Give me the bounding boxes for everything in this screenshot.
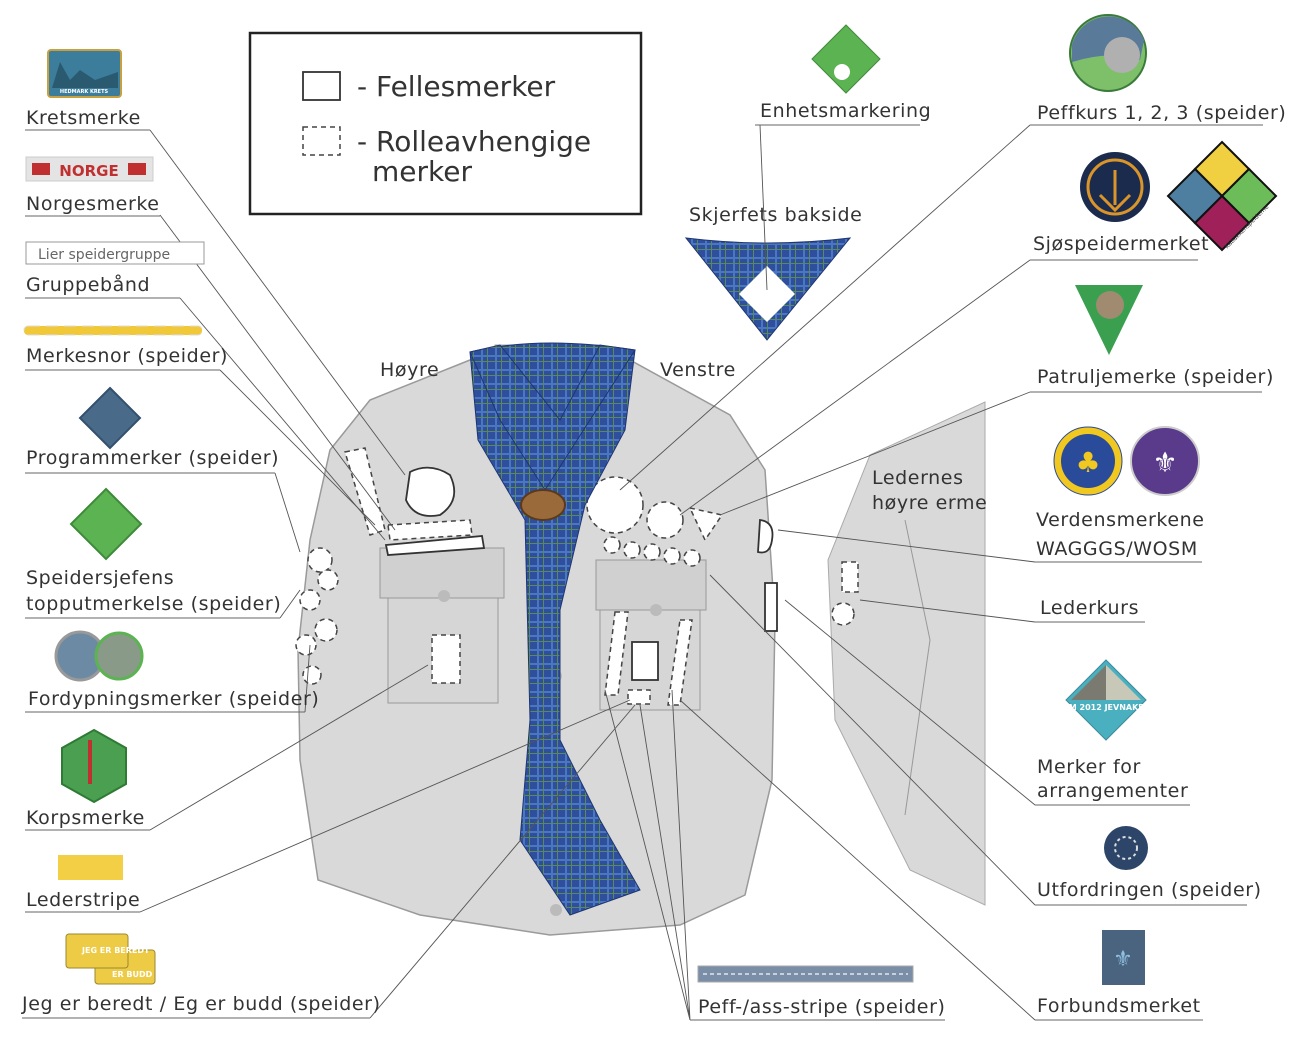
right-side-label: Høyre <box>380 359 439 381</box>
nm-badge-text: NM 2012 JEVNAKER <box>1062 703 1150 712</box>
legend-common: - Fellesmerker <box>357 70 556 103</box>
enhet-badge <box>811 24 881 94</box>
patrulje-badge <box>1075 285 1143 355</box>
wosm-badge <box>1130 426 1200 496</box>
label-beredt: Jeg er beredt / Eg er budd (speider) <box>21 993 381 1015</box>
label-norgesmerke: Norgesmerke <box>26 193 160 215</box>
label-utfordringen: Utfordringen (speider) <box>1037 879 1262 901</box>
beredt-badge <box>65 933 129 969</box>
krets-badge-text: HEDMARK KRETS <box>60 89 109 95</box>
scarf-back: Skjerfets bakside <box>684 204 862 341</box>
lederstripe-badge <box>58 855 123 880</box>
forbund-badge <box>1102 930 1145 985</box>
label-peffkurs: Peffkurs 1, 2, 3 (speider) <box>1037 102 1286 124</box>
label-topp-2: topputmerkelse (speider) <box>26 593 281 615</box>
scarf-back-label: Skjerfets bakside <box>689 204 862 226</box>
beredt-badge-text: JEG ER BEREDT <box>81 946 150 955</box>
svg-text:♣: ♣ <box>1075 446 1100 479</box>
utfordringen-badge <box>1104 826 1148 870</box>
label-lederkurs: Lederkurs <box>1040 597 1139 619</box>
solid-square-icon <box>302 71 341 101</box>
label-korpsmerke: Korpsmerke <box>26 807 145 829</box>
left-badges: HEDMARK KRETS Kretsmerke NORGE Norgesmer… <box>21 49 381 1019</box>
label-kretsmerke: Kretsmerke <box>26 107 141 129</box>
leader-sleeve-label-2: høyre erme <box>872 492 987 514</box>
korps-badge <box>61 728 127 804</box>
merkesnor-rope <box>23 325 203 336</box>
label-enhet: Enhetsmarkering <box>760 100 931 122</box>
label-forbund: Forbundsmerket <box>1037 995 1201 1017</box>
left-side-label: Venstre <box>660 359 736 381</box>
right-badges: Enhetsmarkering Peffkurs 1, 2, 3 (speide… <box>690 14 1286 1021</box>
norge-badge-text: NORGE <box>59 162 118 180</box>
scarf-woggle <box>520 489 566 521</box>
label-peffstripe: Peff-/ass-stripe (speider) <box>698 996 946 1018</box>
label-lederstripe: Lederstripe <box>26 889 140 911</box>
label-patrulje: Patruljemerke (speider) <box>1037 366 1274 388</box>
svg-text:⚜: ⚜ <box>1113 947 1133 972</box>
leader-sleeve-label-1: Ledernes <box>872 467 964 489</box>
gruppe-band <box>25 241 205 265</box>
peff-stripe-badge <box>697 965 914 983</box>
label-sjospeider: Sjøspeidermerket <box>1033 233 1209 255</box>
label-arr-2: arrangementer <box>1037 780 1188 802</box>
label-fordypning: Fordypningsmerker (speider) <box>28 688 319 710</box>
kabakken-badge: Kabakkenspeiderne <box>1166 140 1278 252</box>
leader-lines <box>139 124 1036 1021</box>
dashed-square-icon <box>302 126 341 156</box>
label-verden-2: WAGGGS/WOSM <box>1036 538 1198 560</box>
budd-badge-text: ER BUDD <box>112 970 153 979</box>
program-badge <box>78 386 142 450</box>
shirt: Høyre Venstre <box>295 342 778 936</box>
leader-sleeve: Ledernes høyre erme <box>827 401 987 906</box>
label-arr-1: Merker for <box>1037 756 1141 778</box>
legend: - Fellesmerker - Rolleavhengige merker <box>248 31 643 216</box>
fordyp-badge-2 <box>94 631 144 681</box>
svg-text:⚜: ⚜ <box>1152 446 1177 479</box>
label-merkesnor: Merkesnor (speider) <box>26 345 228 367</box>
label-topp-1: Speidersjefens <box>26 567 174 589</box>
legend-role-2: merker <box>372 155 472 188</box>
label-gruppeband: Gruppebånd <box>26 273 150 296</box>
label-verden-1: Verdensmerkene <box>1036 509 1205 531</box>
topp-badge <box>69 487 143 561</box>
legend-role-1: - Rolleavhengige <box>357 125 591 158</box>
label-programmerker: Programmerker (speider) <box>26 447 279 469</box>
gruppe-band-text: Lier speidergruppe <box>38 247 170 263</box>
